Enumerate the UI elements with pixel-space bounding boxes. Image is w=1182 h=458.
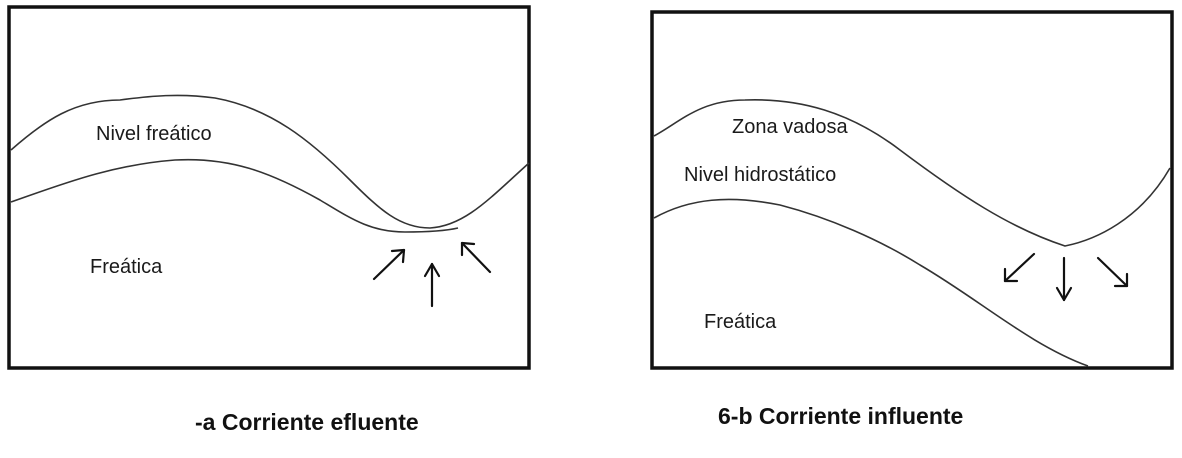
panel-a-arrow-up-right-icon [372, 248, 406, 281]
panel-b-arrow-down-right-icon [1096, 256, 1129, 288]
panel-a-nivel-freatico-label: Nivel freático [96, 123, 212, 145]
panel-a: Nivel freático Freática [7, 5, 531, 370]
panel-b-zona-vadosa-label: Zona vadosa [732, 116, 849, 138]
panel-a-lower-curve [10, 158, 459, 233]
panel-a-arrow-up-left-icon [460, 241, 492, 274]
panel-b: Zona vadosa Nivel hidrostático Freática [650, 10, 1174, 370]
panel-b-upper-curve [653, 99, 1171, 247]
panel-a-upper-curve [10, 94, 530, 229]
panel-a-frame [7, 5, 531, 370]
panel-b-lower-curve [653, 198, 1089, 367]
panel-b-arrow-down-left-icon [1003, 252, 1036, 283]
panel-b-nivel-hidrostatico-label: Nivel hidrostático [684, 164, 836, 186]
panel-a-arrow-up-icon [423, 262, 441, 308]
panel-b-caption: 6-b Corriente influente [718, 403, 963, 429]
panel-b-freatica-label: Freática [704, 311, 777, 333]
panel-b-frame [650, 10, 1174, 370]
panel-a-freatica-label: Freática [90, 256, 163, 278]
panel-b-arrow-down-icon [1055, 256, 1073, 302]
panel-a-caption: -a Corriente efluente [195, 409, 419, 435]
